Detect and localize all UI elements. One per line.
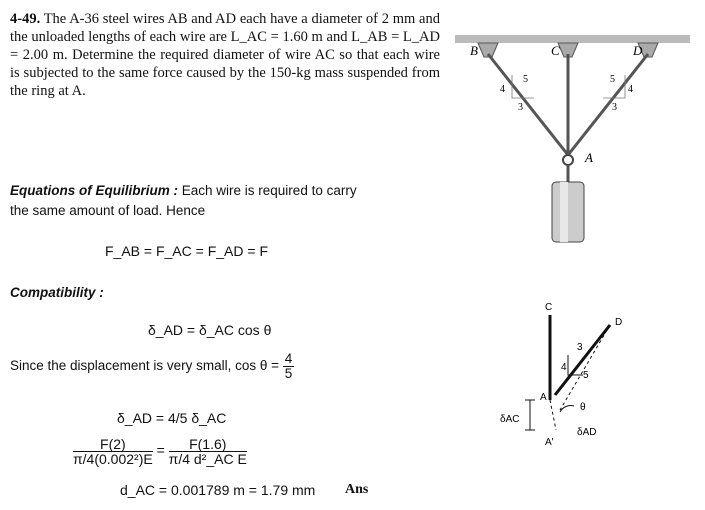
svg-text:δAD: δAD — [577, 427, 596, 438]
wire-system-figure: 4 5 3 4 5 3 B C D A — [455, 35, 690, 243]
svg-text:4: 4 — [628, 84, 633, 95]
equilibrium-heading: Equations of Equilibrium : — [10, 183, 178, 198]
ceiling — [455, 35, 690, 43]
rhs-den: π/4 d²_AC E — [168, 451, 247, 467]
svg-text:5: 5 — [610, 74, 615, 85]
rhs-num: F(1.6) — [168, 437, 247, 452]
svg-text:4: 4 — [500, 84, 505, 95]
displacement-relation: δ_AD = 4/5 δ_AC — [117, 410, 227, 426]
small-displacement-line: Since the displacement is very small, co… — [10, 351, 295, 381]
compatibility-heading: Compatibility : — [10, 285, 104, 300]
svg-text:δAC: δAC — [500, 414, 519, 425]
svg-text:C: C — [551, 43, 560, 58]
problem-number: 4-49. — [10, 11, 41, 27]
svg-text:4: 4 — [561, 362, 567, 373]
since-text: Since the displacement is very small, co… — [10, 358, 279, 374]
stress-equation: F(2)π/4(0.002²)E = F(1.6)π/4 d²_AC E — [73, 436, 247, 467]
equilibrium-text: Each wire is required to carry — [181, 183, 357, 198]
lhs-num: F(2) — [73, 437, 153, 452]
answer-label: Ans — [345, 482, 369, 497]
force-equation: F_AB = F_AC = F_AD = F — [105, 243, 269, 259]
svg-text:D: D — [615, 317, 622, 328]
frac-den: 5 — [284, 366, 293, 381]
compatibility-equation: δ_AD = δ_AC cos θ — [148, 322, 272, 338]
svg-text:θ: θ — [580, 402, 586, 413]
svg-text:3: 3 — [612, 102, 617, 113]
problem-statement: 4-49. The A-36 steel wires AB and AD eac… — [10, 10, 440, 100]
displacement-diagram: C D 34 5A A' θ δAC δAD — [500, 302, 622, 448]
svg-text:C: C — [545, 302, 552, 313]
equilibrium-text-2: the same amount of load. Hence — [10, 203, 206, 218]
result-equation: d_AC = 0.001789 m = 1.79 mm — [120, 482, 316, 498]
svg-text:D: D — [632, 43, 643, 58]
svg-text:5: 5 — [583, 370, 589, 381]
svg-text:A: A — [540, 392, 547, 403]
svg-text:3: 3 — [518, 102, 523, 113]
svg-text:B: B — [470, 43, 478, 58]
svg-text:5: 5 — [523, 74, 528, 85]
lhs-den: π/4(0.002²)E — [73, 451, 153, 467]
equilibrium-section: Equations of Equilibrium : Each wire is … — [10, 183, 357, 198]
svg-text:A: A — [584, 150, 593, 165]
svg-text:A': A' — [545, 437, 554, 448]
problem-text: The A-36 steel wires AB and AD each have… — [10, 11, 440, 99]
svg-text:3: 3 — [577, 342, 583, 353]
frac-num: 4 — [282, 351, 295, 367]
